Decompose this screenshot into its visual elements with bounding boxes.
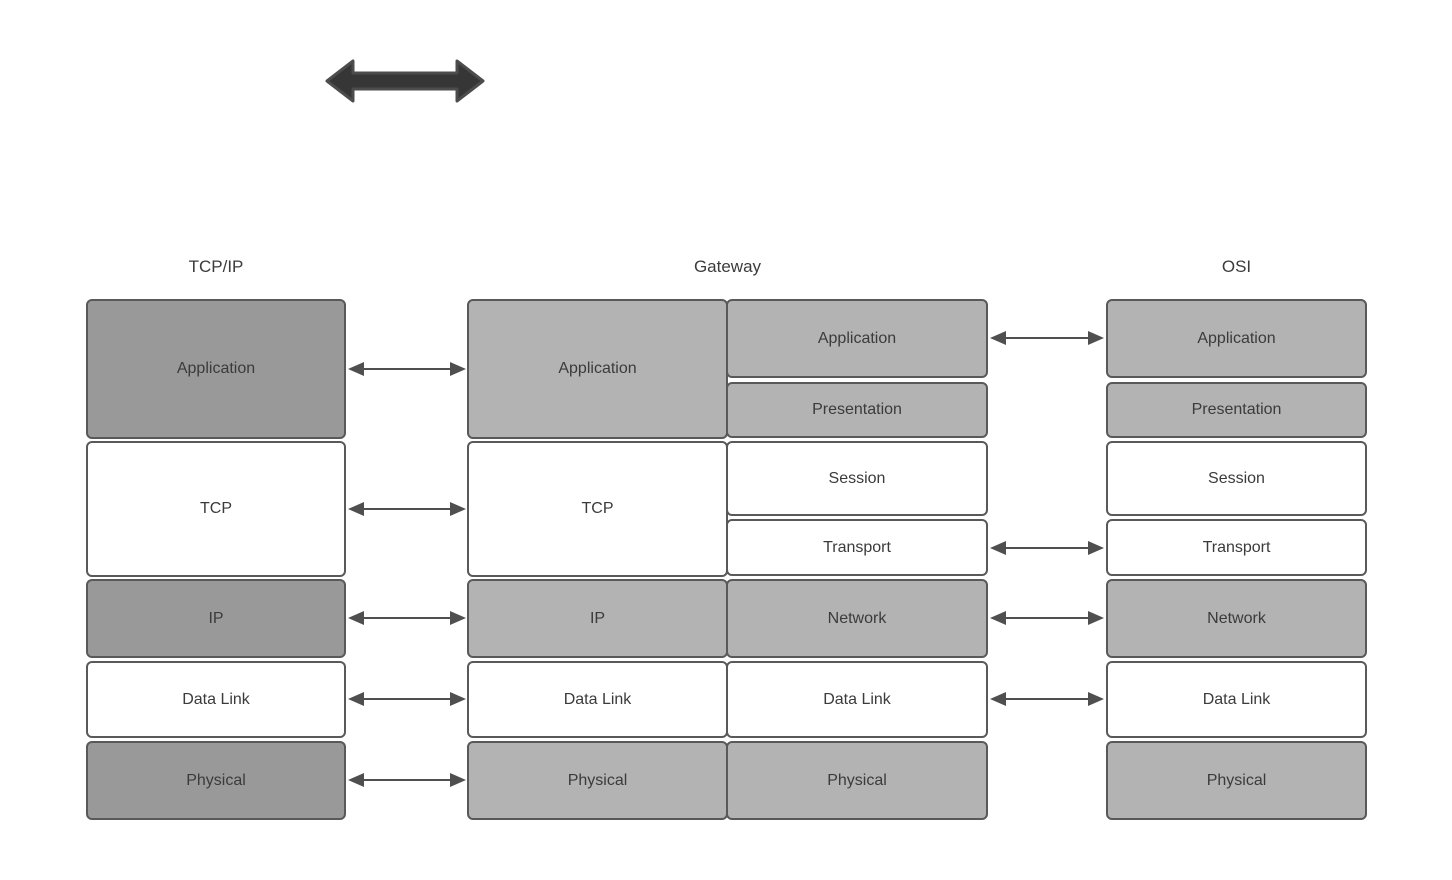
osi-network-label: Network: [1207, 609, 1266, 627]
tcpip-physical-box: Physical: [86, 741, 346, 820]
tcpip-tcp-box: TCP: [86, 441, 346, 577]
gateway-right-network-label: Network: [827, 609, 887, 627]
arrow-tcpip-gateway-ip: [348, 611, 466, 625]
tcpip-physical-label: Physical: [186, 771, 246, 789]
arrow-tcpip-gateway-physical: [348, 773, 466, 787]
gateway-left-application-box: Application: [467, 299, 728, 439]
gateway-right-application-label: Application: [817, 329, 897, 347]
gateway-right-datalink-box: Data Link: [726, 661, 988, 738]
osi-physical-label: Physical: [1206, 771, 1267, 789]
gateway-left-ip-label: IP: [589, 609, 606, 627]
gateway-right-network-box: Network: [726, 579, 988, 658]
tcpip-ip-label: IP: [208, 609, 224, 627]
tcpip-datalink-box: Data Link: [86, 661, 346, 738]
osi-presentation-label: Presentation: [1191, 401, 1282, 418]
osi-physical-box: Physical: [1106, 741, 1367, 820]
osi-column-header: OSI: [1221, 257, 1252, 276]
osi-application-label: Application: [1197, 329, 1276, 347]
gateway-column-header: Gateway: [693, 257, 762, 276]
gateway-right-presentation-box: Presentation: [726, 382, 988, 438]
osi-datalink-label: Data Link: [1202, 690, 1271, 708]
gateway-right-physical-label: Physical: [827, 771, 887, 789]
tcpip-ip-box: IP: [86, 579, 346, 658]
arrow-tcpip-gateway-application: [348, 362, 466, 376]
osi-session-box: Session: [1106, 441, 1367, 516]
osi-application-box: Application: [1106, 299, 1367, 378]
gateway-left-application-label: Application: [558, 360, 637, 377]
gateway-left-tcp-label: TCP: [581, 500, 614, 517]
tcpip-tcp-label: TCP: [200, 500, 232, 517]
gateway-left-physical-label: Physical: [567, 771, 628, 789]
gateway-right-transport-box: Transport: [726, 519, 988, 576]
gateway-left-datalink-label: Data Link: [563, 690, 632, 708]
arrow-gateway-osi-application: [990, 331, 1104, 345]
osi-transport-box: Transport: [1106, 519, 1367, 576]
gateway-left-datalink-box: Data Link: [467, 661, 728, 738]
tcpip-application-box: Application: [86, 299, 346, 439]
gateway-left-physical-box: Physical: [467, 741, 728, 820]
tcpip-datalink-label: Data Link: [182, 690, 250, 708]
gateway-right-datalink-label: Data Link: [823, 690, 891, 708]
osi-presentation-box: Presentation: [1106, 382, 1367, 438]
arrow-tcpip-gateway-datalink: [348, 692, 466, 706]
gateway-left-ip-box: IP: [467, 579, 728, 658]
osi-datalink-box: Data Link: [1106, 661, 1367, 738]
tcpip-application-label: Application: [176, 360, 256, 377]
osi-transport-label: Transport: [1202, 538, 1271, 556]
gateway-right-physical-box: Physical: [726, 741, 988, 820]
osi-network-box: Network: [1106, 579, 1367, 658]
gateway-right-session-box: Session: [726, 441, 988, 516]
arrow-gateway-osi-datalink: [990, 692, 1104, 706]
thick-double-arrow-icon: [325, 59, 485, 103]
gateway-right-transport-label: Transport: [823, 538, 891, 556]
gateway-right-application-box: Application: [726, 299, 988, 378]
tcpip-column-header: TCP/IP: [188, 257, 244, 276]
arrow-gateway-osi-network: [990, 611, 1104, 625]
arrow-tcpip-gateway-tcp: [348, 502, 466, 516]
gateway-left-tcp-box: TCP: [467, 441, 728, 577]
osi-session-label: Session: [1208, 469, 1265, 487]
arrow-gateway-osi-transport: [990, 541, 1104, 555]
gateway-right-presentation-label: Presentation: [812, 401, 902, 418]
gateway-right-session-label: Session: [828, 469, 886, 487]
